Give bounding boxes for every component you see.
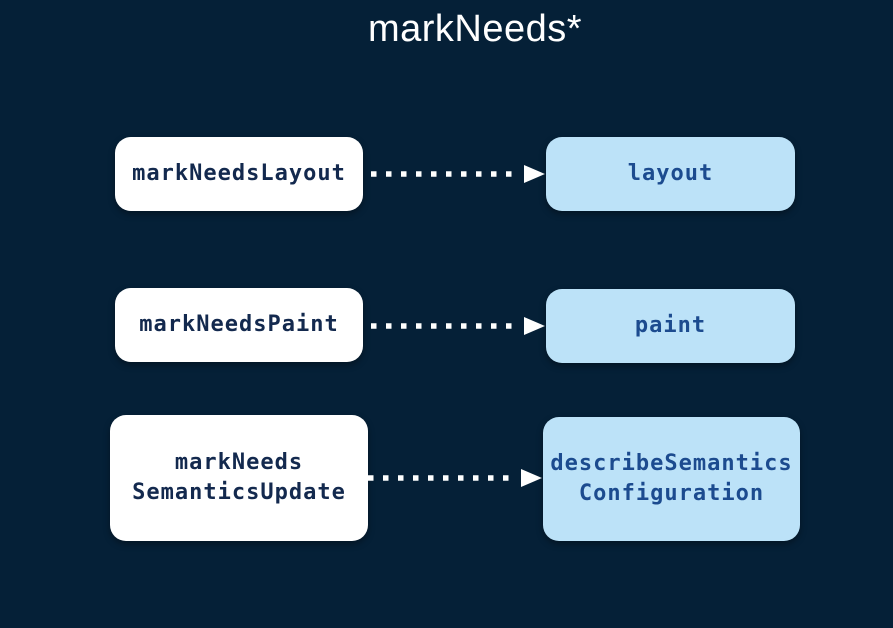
node-mark-needs-semantics-update: markNeeds SemanticsUpdate — [110, 415, 368, 541]
node-mark-needs-layout: markNeedsLayout — [115, 137, 363, 211]
dotted-arrow-icon — [371, 165, 545, 183]
node-paint: paint — [546, 289, 795, 363]
node-describe-semantics-configuration: describeSemantics Configuration — [543, 417, 800, 541]
dotted-arrow-icon — [371, 317, 545, 335]
dotted-arrow-icon — [368, 469, 542, 487]
node-mark-needs-paint: markNeedsPaint — [115, 288, 363, 362]
node-layout: layout — [546, 137, 795, 211]
slide-title: markNeeds* — [367, 8, 583, 50]
